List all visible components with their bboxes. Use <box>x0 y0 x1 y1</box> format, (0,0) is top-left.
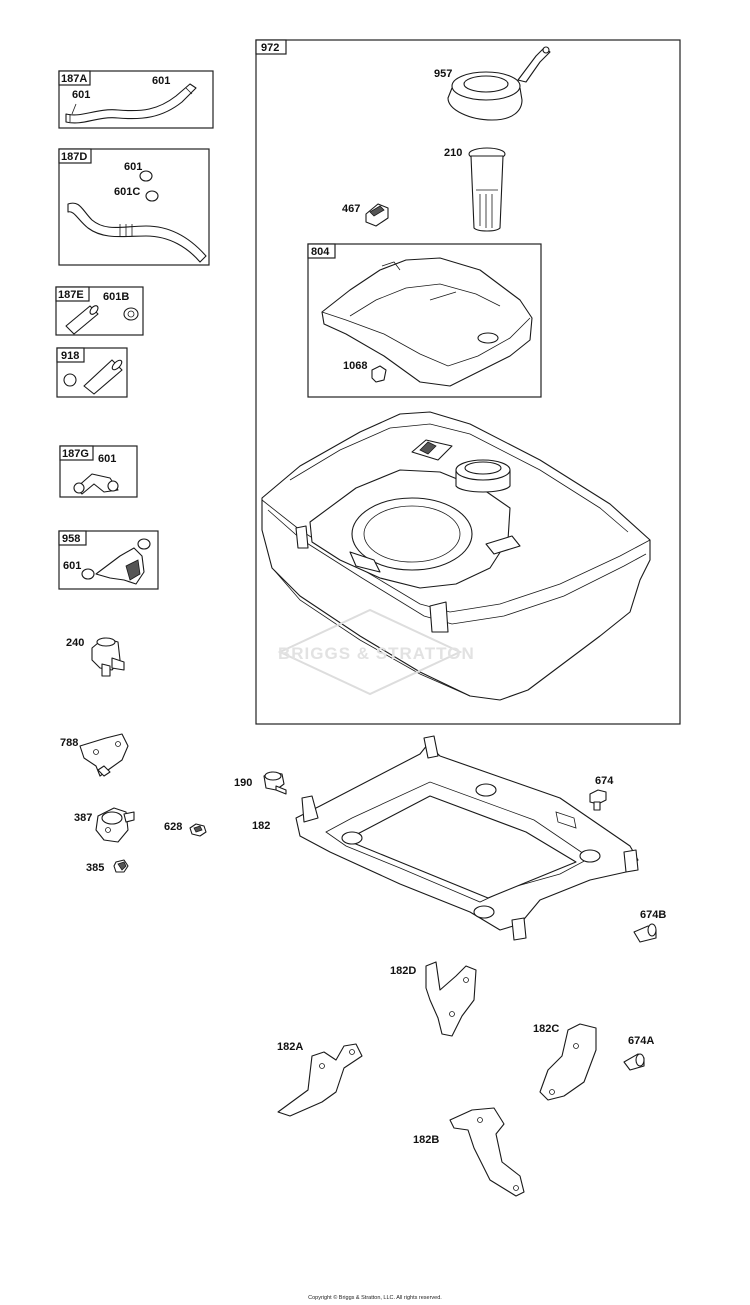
kit-804: 804 1068 <box>307 243 542 398</box>
callout-182: 182 <box>252 820 270 832</box>
callout-601: 601 <box>63 560 81 572</box>
fuel-hose-part <box>65 83 197 124</box>
callout-387: 387 <box>74 812 92 824</box>
bracket-182C: 182C <box>533 1023 597 1101</box>
callout-240: 240 <box>66 637 84 649</box>
mounting-frame-182: 182 <box>252 735 639 941</box>
kit-918: 918 <box>56 347 128 398</box>
kit-918-tag: 918 <box>61 350 79 362</box>
callout-674: 674 <box>595 775 614 787</box>
watermark: BRIGGS & STRATTON <box>277 608 475 696</box>
callout-628: 628 <box>164 821 182 833</box>
callout-182C: 182C <box>533 1023 559 1035</box>
callout-957: 957 <box>434 68 452 80</box>
callout-385: 385 <box>86 862 104 874</box>
kit-972-tag: 972 <box>261 42 279 54</box>
hose-clamp-part <box>81 568 95 580</box>
screw-190: 190 <box>234 771 287 795</box>
screw-674A: 674A <box>623 1035 654 1071</box>
callout-182D: 182D <box>390 965 416 977</box>
copyright-notice: Copyright © Briggs & Stratton, LLC. All … <box>308 1295 442 1301</box>
callout-210: 210 <box>444 147 462 159</box>
bracket-788: 788 <box>60 733 129 777</box>
grommet-1068-part <box>371 365 387 383</box>
fuel-strainer-210-part <box>468 147 506 232</box>
hose-clamp-part <box>73 482 85 494</box>
screw-674: 674 <box>589 775 614 811</box>
tank-cover-804-part <box>321 257 533 387</box>
callout-674A: 674A <box>628 1035 654 1047</box>
callout-467: 467 <box>342 203 360 215</box>
callout-601-a: 601 <box>152 75 170 87</box>
fuel-tank-part <box>261 411 651 701</box>
bracket-182D: 182D <box>390 961 477 1037</box>
hose-clamp-part <box>107 480 119 492</box>
bracket-182A: 182A <box>277 1041 363 1117</box>
hose-clamp-part <box>137 538 151 550</box>
kit-804-tag: 804 <box>311 246 330 258</box>
kit-187D-tag: 187D <box>61 151 87 163</box>
callout-674B: 674B <box>640 909 666 921</box>
kit-958: 958 601 <box>58 530 159 590</box>
kit-187A: 187A 601 601 <box>58 70 214 129</box>
screw-385: 385 <box>86 859 129 874</box>
callout-601: 601 <box>98 453 116 465</box>
kit-187A-tag: 187A <box>61 73 87 85</box>
kit-958-tag: 958 <box>62 533 80 545</box>
screw-628: 628 <box>164 821 207 837</box>
hose-clamp-part <box>123 307 139 321</box>
callout-182A: 182A <box>277 1041 303 1053</box>
hose-clamp-part <box>139 170 153 182</box>
kit-187G: 187G 601 <box>59 445 138 498</box>
kit-187E: 187E 601B <box>55 286 144 336</box>
knob-467-part <box>365 203 389 227</box>
kit-187G-tag: 187G <box>62 448 89 460</box>
fuel-cap-957-part <box>447 46 551 121</box>
callout-190: 190 <box>234 777 252 789</box>
callout-601B: 601B <box>103 291 129 303</box>
bracket-182B: 182B <box>413 1107 525 1197</box>
hose-clamp-part <box>63 373 77 387</box>
pulse-pump-387: 387 <box>74 807 135 843</box>
callout-601: 601 <box>124 161 142 173</box>
kit-187D: 187D 601 601C <box>58 148 210 266</box>
callout-182B: 182B <box>413 1134 439 1146</box>
watermark-text: BRIGGS & STRATTON <box>278 644 475 663</box>
fuel-hose-part <box>67 202 207 263</box>
callout-1068: 1068 <box>343 360 367 372</box>
callout-788: 788 <box>60 737 78 749</box>
kit-187E-tag: 187E <box>58 289 84 301</box>
fuel-filter-240: 240 <box>66 637 125 677</box>
callout-601-b: 601 <box>72 89 90 101</box>
hose-clamp-part <box>145 190 159 202</box>
callout-601C: 601C <box>114 186 140 198</box>
screw-674B: 674B <box>633 909 666 943</box>
kit-972: 972 957 210 467 80 <box>255 39 681 725</box>
